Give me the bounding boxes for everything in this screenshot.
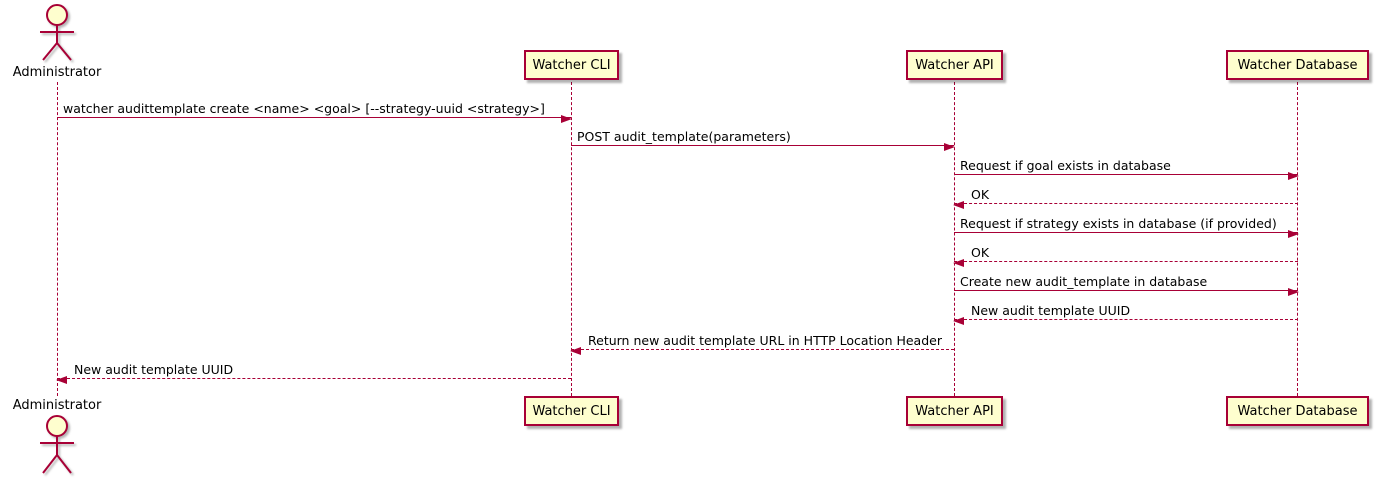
arrowhead-right-icon xyxy=(944,143,955,151)
arrowhead-left-icon xyxy=(953,259,964,267)
lifeline-watcher-database xyxy=(1297,82,1298,396)
lifeline-administrator xyxy=(57,82,58,396)
arrowhead-left-icon xyxy=(570,347,581,355)
message-label: OK xyxy=(971,187,990,202)
message-label: New audit template UUID xyxy=(971,303,1131,318)
participant-watcher-cli-top: Watcher CLI xyxy=(524,50,619,80)
message-return-url-location-header: Return new audit template URL in HTTP Lo… xyxy=(570,330,954,355)
message-line xyxy=(571,349,954,350)
message-label: OK xyxy=(971,245,990,260)
lifeline-watcher-cli xyxy=(571,82,572,396)
arrowhead-left-icon xyxy=(56,376,67,384)
message-request-goal-exists: Request if goal exists in database xyxy=(954,155,1299,180)
message-create-audit-template-db: Create new audit_template in database xyxy=(954,271,1299,296)
message-line xyxy=(954,174,1298,175)
arrowhead-right-icon xyxy=(561,115,572,123)
message-label: watcher audittemplate create <name> <goa… xyxy=(63,101,545,116)
message-line xyxy=(954,290,1298,291)
message-label: Return new audit template URL in HTTP Lo… xyxy=(588,333,942,348)
lifeline-watcher-api xyxy=(954,82,955,396)
message-line xyxy=(954,319,1298,320)
participant-watcher-database-bottom: Watcher Database xyxy=(1226,396,1369,426)
arrowhead-right-icon xyxy=(1288,172,1299,180)
participant-watcher-cli-bottom: Watcher CLI xyxy=(524,396,619,426)
message-label: Request if strategy exists in database (… xyxy=(960,216,1277,231)
arrowhead-left-icon xyxy=(953,201,964,209)
message-line xyxy=(57,117,571,118)
arrowhead-left-icon xyxy=(953,317,964,325)
participant-watcher-api-top: Watcher API xyxy=(906,50,1003,80)
actor-administrator-label-top: Administrator xyxy=(12,65,102,80)
participant-watcher-database-top: Watcher Database xyxy=(1226,50,1369,80)
arrowhead-right-icon xyxy=(1288,288,1299,296)
actor-figure-icon xyxy=(40,415,74,474)
message-label: Create new audit_template in database xyxy=(960,274,1208,289)
message-line xyxy=(954,203,1298,204)
message-label: POST audit_template(parameters) xyxy=(577,129,791,144)
message-label: New audit template UUID xyxy=(74,362,234,377)
message-line xyxy=(954,232,1298,233)
message-request-strategy-exists: Request if strategy exists in database (… xyxy=(954,213,1299,238)
actor-figure-icon xyxy=(40,4,74,61)
message-ok-strategy: OK xyxy=(953,242,1298,267)
message-ok-goal: OK xyxy=(953,184,1298,209)
message-new-uuid-to-admin: New audit template UUID xyxy=(56,359,571,384)
message-line xyxy=(57,378,571,379)
message-post-audit-template: POST audit_template(parameters) xyxy=(571,126,955,151)
participant-watcher-api-bottom: Watcher API xyxy=(906,396,1003,426)
message-new-uuid-from-db: New audit template UUID xyxy=(953,300,1298,325)
arrowhead-right-icon xyxy=(1288,230,1299,238)
message-label: Request if goal exists in database xyxy=(960,158,1171,173)
message-create-audittemplate: watcher audittemplate create <name> <goa… xyxy=(57,98,572,123)
actor-administrator-label-bottom: Administrator xyxy=(12,398,102,413)
message-line xyxy=(954,261,1298,262)
message-line xyxy=(571,145,954,146)
